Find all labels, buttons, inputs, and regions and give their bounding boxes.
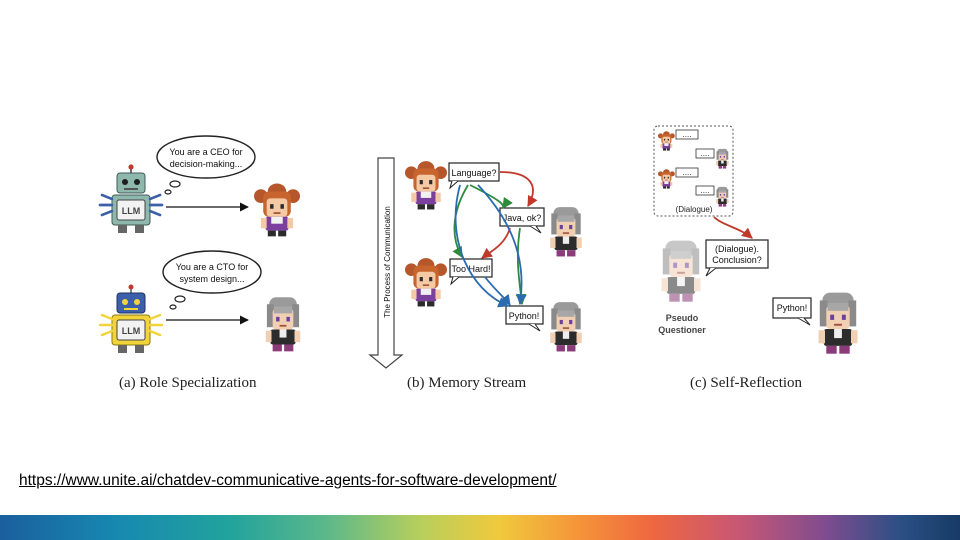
llm-robot-teal: LLM [98,163,164,235]
llm-label-2: LLM [122,326,141,336]
svg-text:Language?: Language? [451,168,496,178]
svg-text:....: .... [683,130,692,139]
source-url-link[interactable]: https://www.unite.ai/chatdev-communicati… [19,472,557,489]
svg-text:Python!: Python! [777,303,808,313]
cto-bubble-line-1: You are a CTO for [176,262,249,272]
llm-label-1: LLM [122,206,141,216]
pseudo-questioner-label-1: Pseudo [666,313,699,323]
svg-text:....: .... [683,168,692,177]
communication-axis-label: The Process of Communication [383,206,392,318]
dialogue-history-box: .... .... .... .... (Dialogue) [653,125,734,217]
pseudo-questioner-agent [661,240,701,302]
panel-self-reflection: .... .... .... .... (Dialogue) Pseudo Qu… [653,125,858,391]
svg-text:Too Hard!: Too Hard! [451,264,490,274]
cto-bubble-line-2: system design... [179,274,244,284]
bubble-python-b: Python! [505,305,544,332]
teal-robot-details [98,164,164,233]
bubble-conclusion: (Dialogue). Conclusion? [705,239,769,277]
cto-agent-reflection [818,292,858,354]
cto-thought-bubble: You are a CTO for system design... [162,250,262,310]
svg-text:(Dialogue).: (Dialogue). [715,244,759,254]
svg-text:Java, ok?: Java, ok? [503,213,542,223]
memory-flow-arrows [452,171,538,308]
cto-agent [265,297,301,352]
ceo-bubble-line-2: decision-making... [170,159,243,169]
dialogue-box-label: (Dialogue) [676,205,713,214]
bubble-python-c: Python! [772,297,812,326]
caption-self-reflection: (c) Self-Reflection [690,375,803,391]
bubble-too-hard: Too Hard! [449,258,493,286]
bubble-language: Language? [448,162,500,190]
communication-process-arrow: The Process of Communication [368,157,404,369]
ceo-thought-bubble: You are a CEO for decision-making... [156,135,256,195]
svg-text:Conclusion?: Conclusion? [712,255,762,265]
svg-text:....: .... [701,186,710,195]
caption-memory-stream: (b) Memory Stream [407,375,526,391]
pseudo-questioner-label-2: Questioner [658,325,706,335]
cto-agent-python [550,302,582,352]
panel-role-specialization: You are a CEO for decision-making... LLM… [98,135,301,391]
gradient-footer-bar [0,515,960,540]
svg-text:Python!: Python! [509,311,540,321]
reflection-arrow [713,216,753,239]
panel-memory-stream: The Process of Communication Language? J… [368,157,582,391]
ceo-agent-top [405,161,447,210]
caption-role-specialization: (a) Role Specialization [119,375,257,391]
ceo-bubble-line-1: You are a CEO for [169,147,242,157]
bubble-java: Java, ok? [499,207,545,234]
svg-text:....: .... [701,149,710,158]
llm-robot-blue: LLM [98,284,164,353]
ceo-agent [254,183,300,237]
cto-agent-java [550,207,582,257]
ceo-agent-toohard [405,258,447,307]
chatdev-figure: You are a CEO for decision-making... LLM… [98,125,858,391]
